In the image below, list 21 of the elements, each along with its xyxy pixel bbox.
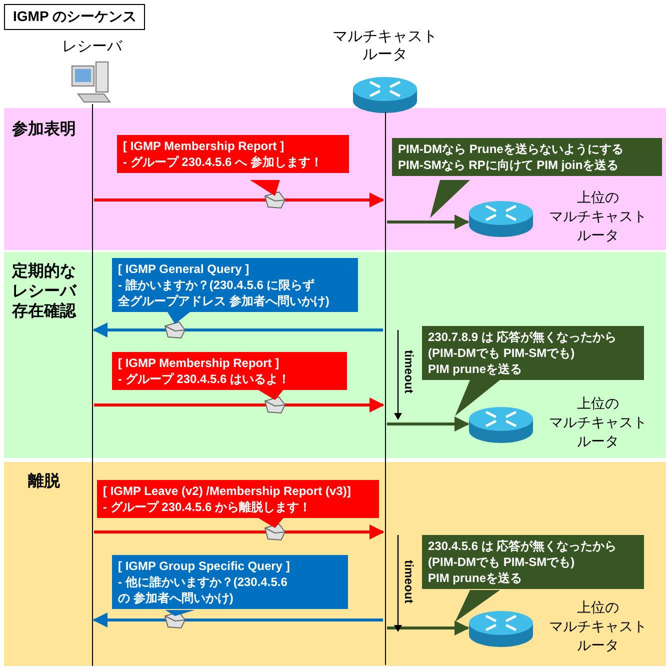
band-title: 定期的なレシーバ存在確認 [12,262,78,322]
band-title: 離脱 [28,472,61,492]
node-label: 上位のマルチキャストルータ [548,188,648,245]
arrow [92,322,383,338]
band-title: 参加表明 [12,120,77,140]
arrow [94,192,384,208]
arrow [387,620,470,636]
timeout-label: timeout [402,350,416,394]
callout-box: [ IGMP Membership Report ] - グループ 230.4.5.6 へ 参加します！ [117,135,349,173]
participant-label: レシーバ [61,38,124,56]
callout-box: PIM-DMなら Pruneを送らないようにする PIM-SMなら RPに向けて PIM joinを送る [392,138,662,176]
arrow [387,214,470,230]
arrow [94,398,384,412]
title: IGMP のシーケンス [4,4,146,30]
arrow [92,612,383,628]
node-label: 上位のマルチキャストルータ [548,598,648,655]
node-label: 上位のマルチキャストルータ [548,394,648,451]
timeout-label: timeout [402,560,416,604]
participant-label: マルチキャストルータ [332,28,438,64]
arrow [94,524,384,540]
arrow [387,416,470,432]
